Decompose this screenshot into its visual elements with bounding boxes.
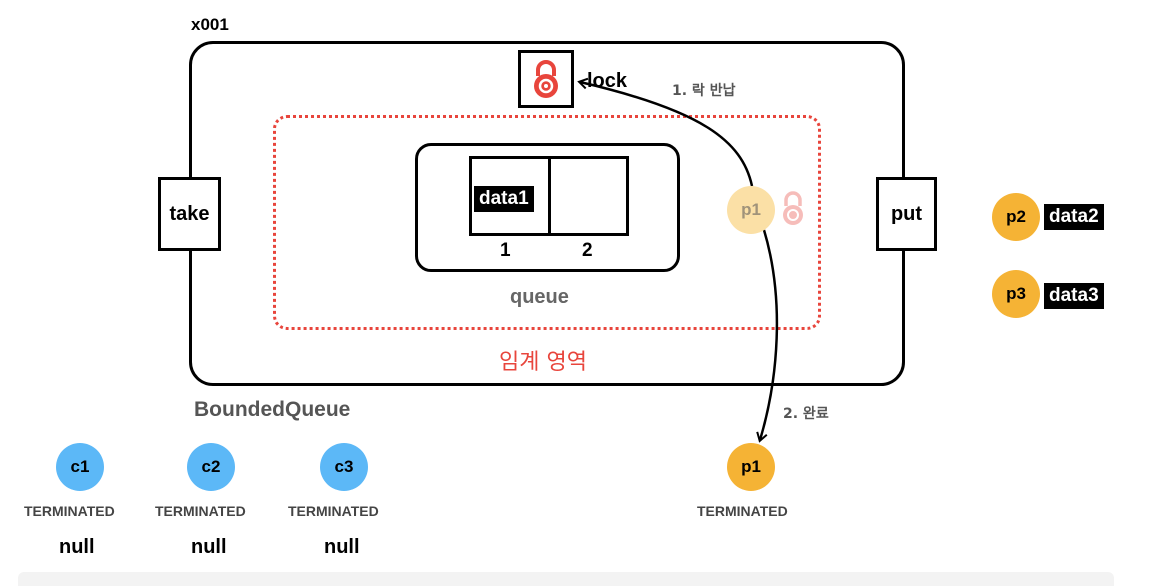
thread-c3-result: null [324,536,360,558]
thread-p1-state: TERMINATED [697,503,788,519]
thread-p3-label: p3 [1006,284,1026,303]
thread-c1-result: null [59,536,95,558]
thread-p3: p3 [992,270,1040,318]
put-method-box: put [876,177,937,251]
thread-p2: p2 [992,193,1040,241]
thread-c2: c2 [187,443,235,491]
instance-id: x001 [191,15,229,34]
take-label: take [169,202,210,225]
lock-icon [534,60,558,98]
critical-section-label: 임계 영역 [499,350,587,375]
take-method-box: take [158,177,221,251]
thread-p1-inside: p1 [727,186,775,234]
queue-box [415,143,680,272]
thread-c1-label: c1 [70,457,90,476]
p2-data-tag: data2 [1044,204,1104,230]
lock-box [518,50,574,108]
thread-p1-finished: p1 [727,443,775,491]
return-lock-arrow [577,77,754,187]
slot-2-index: 2 [582,240,593,261]
thread-c3: c3 [320,443,368,491]
thread-c2-state: TERMINATED [155,503,246,519]
faded-lock-icon [783,191,803,225]
p3-data-tag: data3 [1044,283,1104,309]
thread-c2-result: null [191,536,227,558]
bottom-bar [18,572,1114,586]
thread-c3-label: c3 [334,457,354,476]
thread-p1-finished-label: p1 [741,457,761,476]
thread-c2-label: c2 [201,457,221,476]
thread-c1-state: TERMINATED [24,503,115,519]
thread-c1: c1 [56,443,104,491]
critical-section [273,115,821,330]
thread-p1-inside-label: p1 [741,200,761,219]
step-return-lock-label: 1. 락 반납 [672,83,736,99]
thread-p2-label: p2 [1006,207,1026,226]
step-done-label: 2. 완료 [783,406,829,422]
class-name: BoundedQueue [194,398,351,421]
put-label: put [890,202,923,225]
queue-slot-2 [548,156,629,236]
thread-c3-state: TERMINATED [288,503,379,519]
complete-arrow [756,229,779,443]
slot-1-index: 1 [500,240,511,261]
queue-label: queue [510,286,569,308]
slot-1-value: data1 [474,186,534,212]
